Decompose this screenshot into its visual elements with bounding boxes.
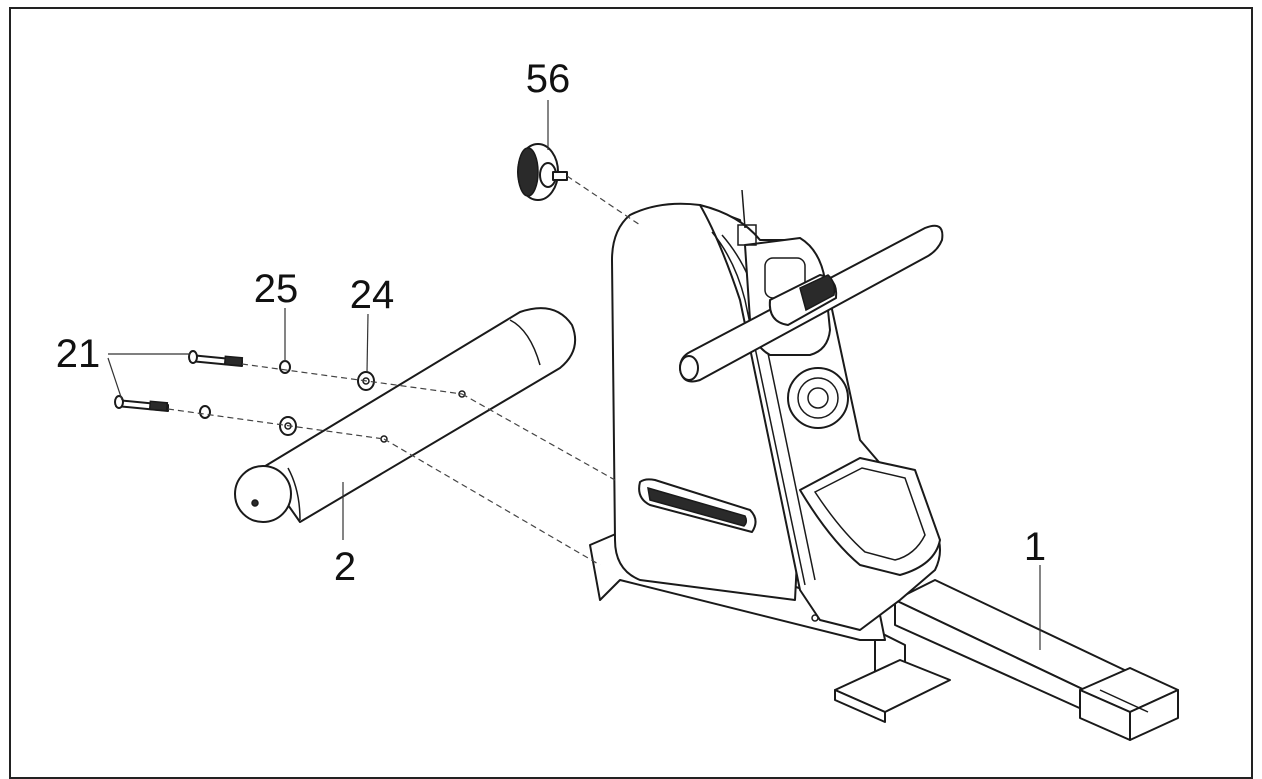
callout-25: 25 — [254, 267, 299, 311]
callout-1: 1 — [1024, 525, 1046, 569]
diagram-frame — [9, 7, 1253, 779]
leader-lines — [107, 100, 1041, 650]
bolt-upper-part-21 — [188, 350, 244, 367]
knob-part-56 — [517, 143, 568, 201]
handlebar — [679, 224, 944, 383]
nut-part-25 — [199, 360, 291, 419]
callout-21: 21 — [56, 332, 101, 376]
bolt-lower-part-21 — [114, 395, 169, 412]
callout-56: 56 — [526, 57, 571, 101]
callout-2: 2 — [334, 545, 356, 589]
assembly-lines — [167, 175, 641, 566]
crossbar-part-2 — [234, 307, 576, 523]
callout-24: 24 — [350, 273, 395, 317]
